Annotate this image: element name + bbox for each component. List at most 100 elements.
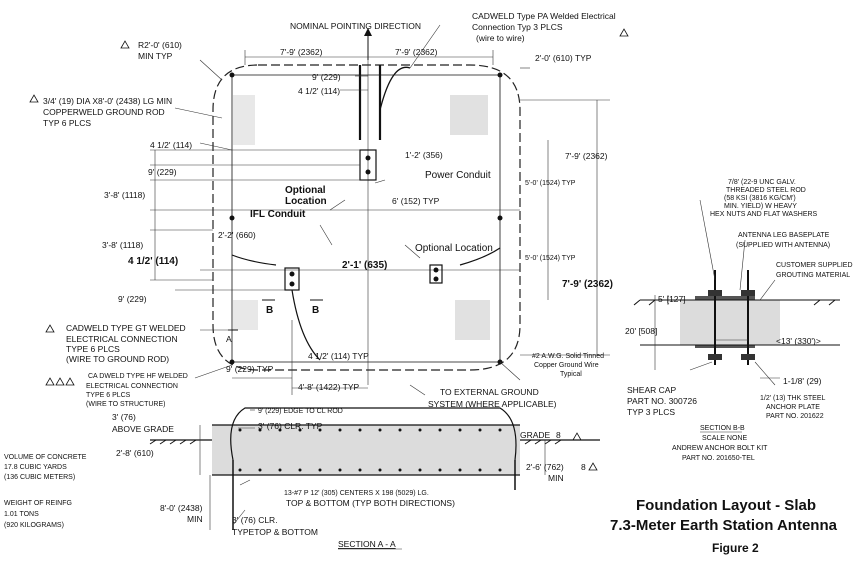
label-rod-3: (58 KSI (3816 KG/CM') xyxy=(724,195,796,202)
ground-rods xyxy=(229,72,503,365)
label-caption-b-2: SCALE NONE xyxy=(702,435,747,442)
label-gt-2: ELECTRICAL CONNECTION xyxy=(66,334,178,344)
label-dim-1-2: 1'-2' (356) xyxy=(405,150,443,160)
label-dim-9-typ: 9' (229) TYP xyxy=(226,364,274,374)
label-dim-4-8: 4'-8' (1422) TYP xyxy=(298,382,360,392)
label-hf-2: ELECTRICAL CONNECTION xyxy=(86,383,178,390)
label-dim-5: 5' [127] xyxy=(658,294,686,304)
label-dim-top-right: 7'-9' (2362) xyxy=(395,47,438,57)
label-clr-typ: 3' (76) CLR. TYP xyxy=(258,421,323,431)
label-ground-rod-2: COPPERWELD GROUND ROD xyxy=(43,107,165,117)
label-dim-9-top: 9' (229) xyxy=(312,72,341,82)
label-cadweld-pa-3: (wire to wire) xyxy=(476,33,525,43)
label-above-1: 3' (76) xyxy=(112,412,136,422)
label-caption-b-3: ANDREW ANCHOR BOLT KIT xyxy=(672,445,768,452)
label-dim-4half-bold: 4 1/2' (114) xyxy=(128,256,178,267)
label-concrete-3: (136 CUBIC METERS) xyxy=(4,474,75,481)
ifl-conduit-box xyxy=(284,267,300,291)
label-rebar-2: TOP & BOTTOM (TYP BOTH DIRECTIONS) xyxy=(286,498,455,508)
label-reinf-2: 1.01 TONS xyxy=(4,511,39,518)
label-shear-1: SHEAR CAP xyxy=(627,385,676,395)
label-gt-1: CADWELD TYPE GT WELDED xyxy=(66,323,186,333)
label-cadweld-pa-2: Connection Typ 3 PLCS xyxy=(472,22,563,32)
label-note-8: 8 xyxy=(556,430,561,440)
label-ext-ground-1: TO EXTERNAL GROUND xyxy=(440,387,539,397)
label-optional-1: Optional xyxy=(285,185,326,196)
label-wire-2: Copper Ground Wire xyxy=(534,362,599,369)
label-edge-cl: 9' (229) EDGE TO CL ROD xyxy=(258,408,343,415)
label-concrete-1: VOLUME OF CONCRETE xyxy=(4,454,87,461)
label-optional-2: Location xyxy=(285,196,327,207)
label-shear-3: TYP 3 PLCS xyxy=(627,407,675,417)
label-dim-9-low: 9' (229) xyxy=(118,294,147,304)
label-radius-2: MIN TYP xyxy=(138,51,173,61)
label-hf-3: TYPE 6 PLCS xyxy=(86,392,131,399)
label-ifl-conduit: IFL Conduit xyxy=(250,209,306,220)
label-dim-1-1-8: 1-1/8' (29) xyxy=(783,376,822,386)
label-dim-2-8: 2'-8' (610) xyxy=(116,448,154,458)
label-section-b-right: B xyxy=(312,305,319,316)
label-section-a-caption: SECTION A - A xyxy=(338,539,396,549)
label-ground-rod-3: TYP 6 PLCS xyxy=(43,118,91,128)
label-anchor-2: ANCHOR PLATE xyxy=(766,404,820,411)
label-dim-4half-top: 4 1/2' (114) xyxy=(298,86,340,96)
label-optional-right: Optional Location xyxy=(415,243,493,254)
optional-conduit-box xyxy=(429,264,443,284)
label-hf-4: (WIRE TO STRUCTURE) xyxy=(86,401,165,408)
label-reinf-3: (920 KILOGRAMS) xyxy=(4,522,64,529)
label-section-b-left: B xyxy=(266,305,273,316)
label-baseplate-2: (SUPPLIED WITH ANTENNA) xyxy=(736,242,830,249)
label-rod-5: HEX NUTS AND FLAT WASHERS xyxy=(710,211,818,218)
label-reinf-1: WEIGHT OF REINFG xyxy=(4,500,72,507)
label-wire-3: Typical xyxy=(560,371,582,378)
label-dim-5-0-lower: 5'-0' (1524) TYP xyxy=(525,255,576,262)
label-shear-2: PART NO. 300726 xyxy=(627,396,697,406)
label-note-8b: 8 xyxy=(581,462,586,472)
label-above-2: ABOVE GRADE xyxy=(112,424,174,434)
section-a-a xyxy=(149,407,600,530)
label-dim-13: <13' (330')> xyxy=(776,336,821,346)
label-baseplate-1: ANTENNA LEG BASEPLATE xyxy=(738,232,830,239)
label-power-conduit: Power Conduit xyxy=(425,170,491,181)
label-dim-20: 20' [508] xyxy=(625,326,657,336)
label-dim-7-9-bold: 7'-9' (2362) xyxy=(562,279,613,290)
label-dim-2-1: 2'-1' (635) xyxy=(342,260,387,271)
label-dim-top-edge: 2'-0' (610) TYP xyxy=(535,53,592,63)
label-dim-2-2: 2'-2' (660) xyxy=(218,230,256,240)
section-b-b xyxy=(633,199,840,386)
label-concrete-2: 17.8 CUBIC YARDS xyxy=(4,464,67,471)
label-dim-top-left: 7'-9' (2362) xyxy=(280,47,323,57)
label-dim-6-152: 6' (152) TYP xyxy=(392,196,440,206)
label-dim-8-0-2: MIN xyxy=(187,514,203,524)
label-gt-4: (WIRE TO GROUND ROD) xyxy=(66,354,169,364)
label-dim-2-6-1: 2'-6' (762) xyxy=(526,462,564,472)
label-dim-2-6-2: MIN xyxy=(548,473,564,483)
label-section-a: A xyxy=(226,334,232,344)
label-ground-rod-1: 3/4' (19) DIA X8'-0' (2438) LG MIN xyxy=(43,96,172,106)
title-figure: Figure 2 xyxy=(712,541,759,555)
label-ext-ground-2: SYSTEM (WHERE APPLICABLE) xyxy=(428,399,557,409)
label-dim-7-9-right: 7'-9' (2362) xyxy=(565,151,608,161)
label-dim-4half-left: 4 1/2' (114) xyxy=(150,140,192,150)
rebar-dots xyxy=(238,428,502,472)
title-line-2: 7.3-Meter Earth Station Antenna xyxy=(610,517,838,534)
labels: NOMINAL POINTING DIRECTION CADWELD Type … xyxy=(4,11,853,555)
label-anchor-1: 1/2' (13) THK STEEL xyxy=(760,395,826,402)
label-dim-4half-typ: 4 1/2' (114) TYP xyxy=(308,351,369,361)
plan-view xyxy=(150,24,610,396)
label-dim-3-8-top: 3'-8' (1118) xyxy=(104,190,145,200)
slab-outline xyxy=(212,64,521,371)
label-anchor-3: PART NO. 201622 xyxy=(766,413,824,420)
label-rod-4: MIN. YIELD) W HEAVY xyxy=(724,203,797,210)
label-dim-5-0-upper: 5'-0' (1524) TYP xyxy=(525,180,576,187)
label-rod-2: THREADED STEEL ROD xyxy=(726,187,806,194)
section-a-slab xyxy=(212,425,520,475)
label-grout-2: GROUTING MATERIAL xyxy=(776,272,850,279)
label-dim-8-0-1: 8'-0' (2438) xyxy=(160,503,203,513)
label-nominal-pointing: NOMINAL POINTING DIRECTION xyxy=(290,21,421,31)
label-rod-1: 7/8' (22-9 UNC GALV. xyxy=(728,179,796,186)
label-rebar-1: 13-#7 P 12' (305) CENTERS X 198 (5029) L… xyxy=(284,490,429,497)
label-cadweld-pa-1: CADWELD Type PA Welded Electrical xyxy=(472,11,616,21)
label-clr-bottom-1: 3' (76) CLR. xyxy=(232,515,278,525)
